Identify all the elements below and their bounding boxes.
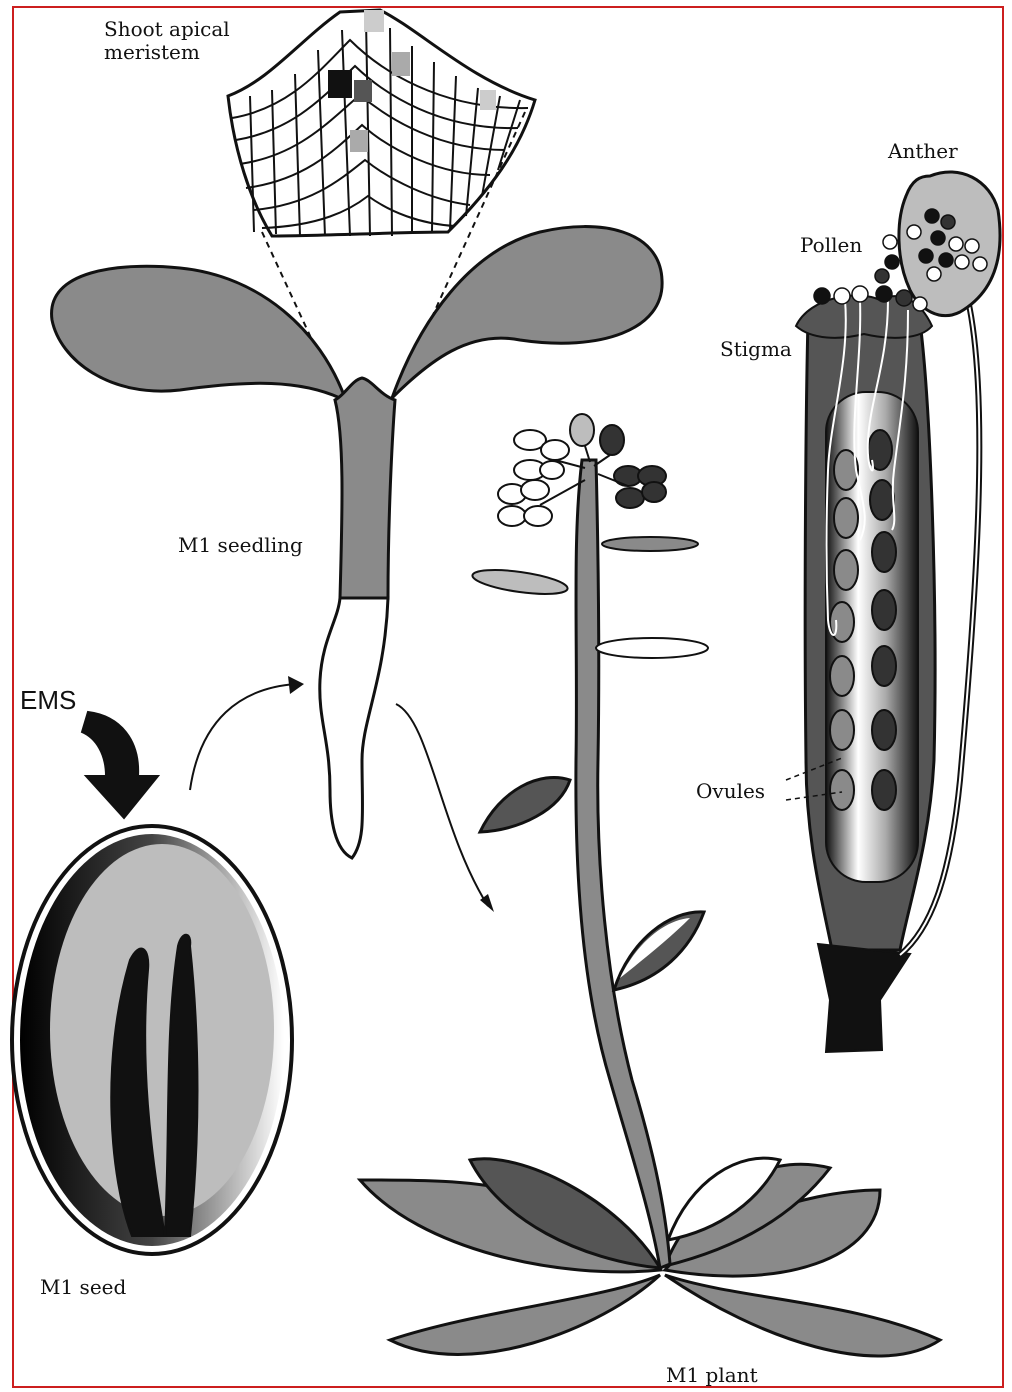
cotyledon-right xyxy=(392,227,662,398)
meristem-gray-cell xyxy=(350,130,368,152)
flower-bud xyxy=(600,425,624,455)
flower-bud xyxy=(570,414,594,446)
cauline-leaf xyxy=(614,912,704,990)
silique xyxy=(471,565,569,598)
cotyledon-left xyxy=(52,266,345,398)
label-anther: Anther xyxy=(888,140,958,163)
meristem-gray-cell xyxy=(480,90,496,110)
seed-to-seedling-arrowhead xyxy=(288,676,304,694)
root xyxy=(320,598,388,858)
meristem-dark-cell xyxy=(328,70,352,98)
seedling-group xyxy=(52,227,663,858)
meristem-gray-cell xyxy=(364,10,384,32)
hypocotyl xyxy=(335,378,395,598)
meristem-outline xyxy=(228,10,535,236)
label-m1-seed: M1 seed xyxy=(40,1276,126,1299)
ems-arrow xyxy=(82,712,158,818)
label-ovules: Ovules xyxy=(696,780,765,803)
rosette-leaf xyxy=(390,1275,660,1354)
meristem-gray-cell xyxy=(392,52,410,76)
rosette-leaf xyxy=(665,1275,940,1356)
seed-to-seedling-arrow xyxy=(190,684,296,790)
label-pollen: Pollen xyxy=(800,234,862,257)
flower-white xyxy=(514,430,569,480)
flower-dark xyxy=(614,466,666,508)
pistil-group xyxy=(796,296,979,1052)
seed-group xyxy=(12,826,292,1254)
label-m1-plant: M1 plant xyxy=(666,1364,758,1387)
silique xyxy=(596,638,708,658)
stem xyxy=(576,460,670,1268)
cauline-leaf xyxy=(480,777,570,832)
seedling-to-plant-arrow xyxy=(396,704,488,906)
label-m1-seedling: M1 seedling xyxy=(178,534,303,557)
label-stigma: Stigma xyxy=(720,338,792,361)
label-shoot-apical-meristem: Shoot apical meristem xyxy=(104,18,254,64)
seed-interior xyxy=(50,844,274,1216)
meristem-gray-cell xyxy=(354,80,372,102)
pistil-base xyxy=(818,944,910,1052)
silique xyxy=(602,537,698,551)
label-ems: EMS xyxy=(20,686,76,716)
